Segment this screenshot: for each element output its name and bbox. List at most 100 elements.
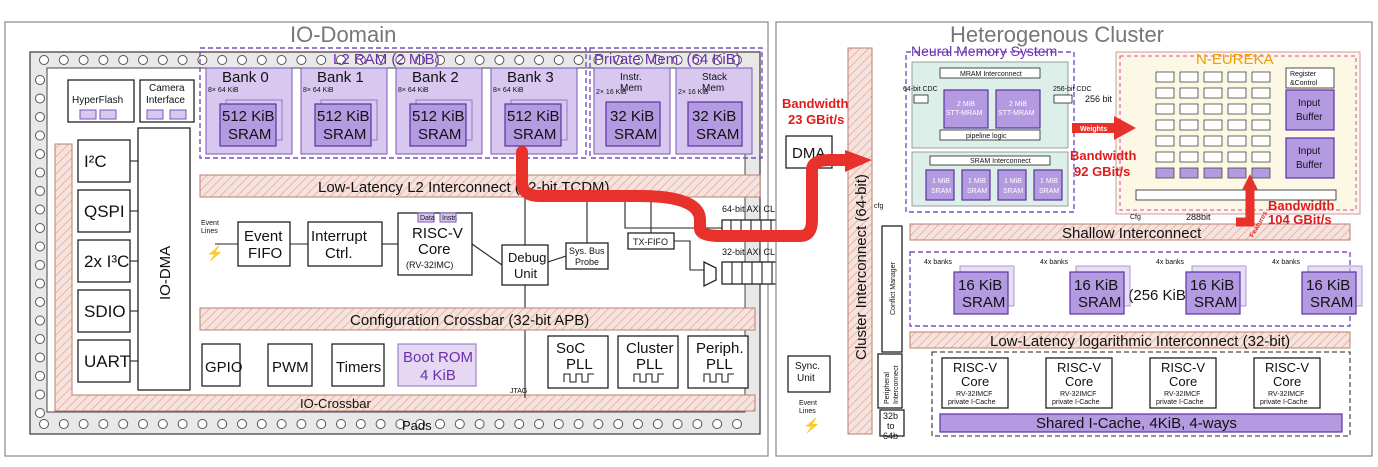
pe-cell bbox=[1203, 135, 1223, 147]
pad-row-top bbox=[39, 55, 742, 65]
pe-cell bbox=[1227, 103, 1247, 115]
pad bbox=[98, 419, 109, 429]
shared-icache-label: Shared I-Cache, 4KiB, 4-ways bbox=[1036, 415, 1237, 432]
pad bbox=[474, 419, 485, 429]
pad bbox=[276, 419, 287, 429]
pad bbox=[78, 55, 89, 65]
peripheral-block bbox=[77, 289, 131, 333]
input-buffer-2 bbox=[1285, 137, 1335, 179]
peripheral-block bbox=[77, 189, 131, 233]
peripheral-label: I²C bbox=[84, 152, 107, 171]
pll-name: Cluster bbox=[626, 340, 674, 357]
pe-cell bbox=[1251, 71, 1271, 83]
pad bbox=[732, 55, 742, 65]
gpio-label: GPIO bbox=[205, 359, 243, 376]
pe-cell bbox=[1251, 151, 1271, 163]
pad bbox=[39, 55, 49, 65]
pad bbox=[256, 419, 267, 429]
core-line1: RISC-V bbox=[1161, 360, 1205, 375]
pad bbox=[712, 55, 723, 65]
l1-sram-size: 16 KiB bbox=[1074, 277, 1118, 294]
io-domain: IO-Domain Pads IO-Crossbar HyperFlash Ca… bbox=[4, 21, 845, 457]
private-sram-size: 32 KiB bbox=[610, 108, 654, 125]
peripheral-label: QSPI bbox=[84, 202, 125, 221]
neureka-cfg-label: Cfg bbox=[1130, 214, 1141, 221]
bw92-l2: 92 GBit/s bbox=[1074, 164, 1130, 179]
nms-sram-type: SRAM bbox=[967, 188, 987, 195]
reg-ctrl-l2: &Control bbox=[1290, 80, 1318, 87]
features-arrow bbox=[1236, 185, 1255, 227]
pipeline-label: pipeline logic bbox=[966, 133, 1007, 140]
pe-cell bbox=[1227, 119, 1247, 131]
nms-sram bbox=[961, 169, 991, 201]
pad bbox=[336, 419, 346, 429]
pad bbox=[672, 419, 683, 429]
tx-fifo-label: TX-FIFO bbox=[633, 237, 668, 247]
l2-sram-type: SRAM bbox=[228, 126, 271, 143]
l1-bank-note: 4x banks bbox=[1156, 259, 1185, 266]
nms-sram bbox=[997, 169, 1027, 201]
pad bbox=[177, 55, 188, 65]
core-io-l1: RISC-V bbox=[412, 225, 463, 242]
pe-cell bbox=[1155, 151, 1175, 163]
reg-ctrl-l1: Register bbox=[1290, 71, 1317, 78]
pe-cell bbox=[1155, 87, 1175, 99]
axi64-label: 64-bit AXI CLK CDC bbox=[722, 204, 804, 214]
l2-bank-note: 8× 64 KiB bbox=[398, 87, 429, 94]
cluster-lightning-icon: ⚡ bbox=[803, 417, 820, 434]
pad bbox=[514, 55, 525, 65]
per-ic-l2: Interconnect bbox=[893, 365, 900, 404]
l2-sram bbox=[314, 103, 372, 147]
debug-l1: Debug bbox=[508, 250, 546, 265]
pad bbox=[336, 55, 346, 65]
mram-1-l2: STT-MRAM bbox=[998, 110, 1035, 117]
pad bbox=[712, 419, 723, 429]
pll-block bbox=[687, 335, 749, 389]
pe-cell bbox=[1251, 135, 1271, 147]
sram-ic-label: SRAM Interconnect bbox=[970, 158, 1031, 165]
bandwidth-paths: Weights Features Bandwidth 23 GBit/s Ban… bbox=[516, 96, 1334, 242]
l1-sram-type: SRAM bbox=[962, 294, 1005, 311]
l2-sram-size: 512 KiB bbox=[412, 108, 465, 125]
input-buffer-1 bbox=[1285, 89, 1335, 131]
conv-b-l2: to bbox=[887, 421, 895, 431]
l2-bank-note: 8× 64 KiB bbox=[493, 87, 524, 94]
l1-sram bbox=[1301, 271, 1357, 315]
io-dma-label: IO-DMA bbox=[157, 246, 174, 300]
nms-title: Neural Memory System bbox=[911, 43, 1057, 59]
l2-bank-name: Bank 3 bbox=[507, 69, 554, 86]
pe-cell bbox=[1203, 119, 1223, 131]
cluster-interconnect bbox=[847, 47, 873, 435]
pe-cell bbox=[1155, 119, 1175, 131]
pe-cell bbox=[1155, 135, 1175, 147]
pad-row-left bbox=[35, 75, 45, 418]
pe-cell bbox=[1179, 119, 1199, 131]
private-bank-name: Stack bbox=[702, 72, 728, 83]
pad bbox=[35, 297, 45, 307]
lightning-icon: ⚡ bbox=[206, 245, 223, 262]
pad bbox=[454, 419, 465, 429]
pad bbox=[652, 55, 663, 65]
pe-cell bbox=[1251, 119, 1271, 131]
pad bbox=[296, 55, 307, 65]
cluster-core bbox=[1149, 357, 1217, 409]
conv-b-l1: 32b bbox=[883, 411, 898, 421]
cl-event-l1: Event bbox=[799, 400, 817, 407]
l1-bank-note: 4x banks bbox=[924, 259, 953, 266]
pad bbox=[613, 419, 624, 429]
pad bbox=[633, 55, 643, 65]
pad bbox=[534, 55, 544, 65]
pll-label: PLL bbox=[636, 356, 663, 373]
pad bbox=[35, 75, 45, 85]
conflict-manager bbox=[881, 225, 903, 353]
private-bank-note: 2× 16 KiB bbox=[596, 89, 627, 96]
conv-32-64-cluster bbox=[879, 409, 905, 437]
pad bbox=[138, 419, 148, 429]
pe-cell bbox=[1227, 167, 1247, 179]
sync-l2: Unit bbox=[797, 373, 815, 384]
l2-sram-size: 512 KiB bbox=[507, 108, 560, 125]
pad bbox=[98, 55, 109, 65]
cluster-title: Heterogenous Cluster bbox=[950, 22, 1164, 47]
bw104-l2: 104 GBit/s bbox=[1268, 212, 1332, 227]
